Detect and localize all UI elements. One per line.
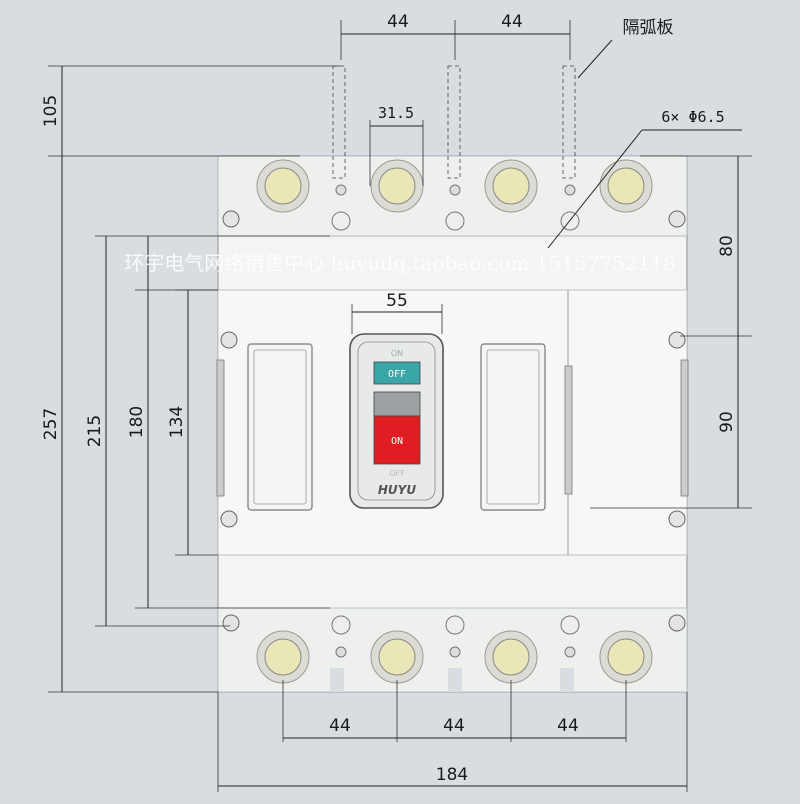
dimension-labels: 44 44 隔弧板 31.5 6× Φ6.5 55 105 257 215 18…	[41, 12, 737, 785]
arc-barriers	[332, 65, 576, 179]
watermark-text: 环宇电气网络销售中心 huyudq.taobao.com 15157752118	[124, 251, 676, 275]
bottom-terminals	[222, 614, 686, 684]
dim-bottom-pitch-3: 44	[557, 716, 579, 736]
dim-top-pitch-1: 44	[387, 12, 409, 32]
dim-height-180: 180	[127, 406, 147, 438]
handle-on-top-label: ON	[391, 349, 403, 358]
handle-off-bottom-label: OFF	[389, 469, 405, 478]
dim-handle-width: 55	[386, 291, 408, 311]
breaker-handle[interactable]: ON OFF ON OFF HUYU	[349, 333, 444, 509]
dim-bottom-pitch-1: 44	[329, 716, 351, 736]
dim-terminal-width: 31.5	[378, 104, 414, 122]
cover-windows	[216, 343, 689, 511]
dim-overall-height: 257	[41, 408, 61, 440]
dim-height-134: 134	[167, 406, 187, 438]
off-button-label: OFF	[388, 369, 406, 380]
top-terminals	[222, 159, 686, 231]
dim-right-80: 80	[717, 235, 737, 257]
dim-top-pitch-2: 44	[501, 12, 523, 32]
dim-bottom-pitch-2: 44	[443, 716, 465, 736]
dim-hole-spec: 6× Φ6.5	[661, 108, 724, 126]
off-button[interactable]	[373, 361, 421, 385]
on-button-label: ON	[391, 436, 403, 447]
dim-overall-width: 184	[436, 765, 468, 785]
arc-barrier-label: 隔弧板	[623, 18, 674, 38]
dim-right-90: 90	[717, 411, 737, 433]
dim-mount-height: 215	[85, 415, 105, 447]
brand-logo: HUYU	[378, 483, 416, 497]
dimension-lines	[48, 20, 752, 792]
dim-height-105: 105	[41, 95, 61, 127]
on-button[interactable]	[373, 415, 421, 465]
